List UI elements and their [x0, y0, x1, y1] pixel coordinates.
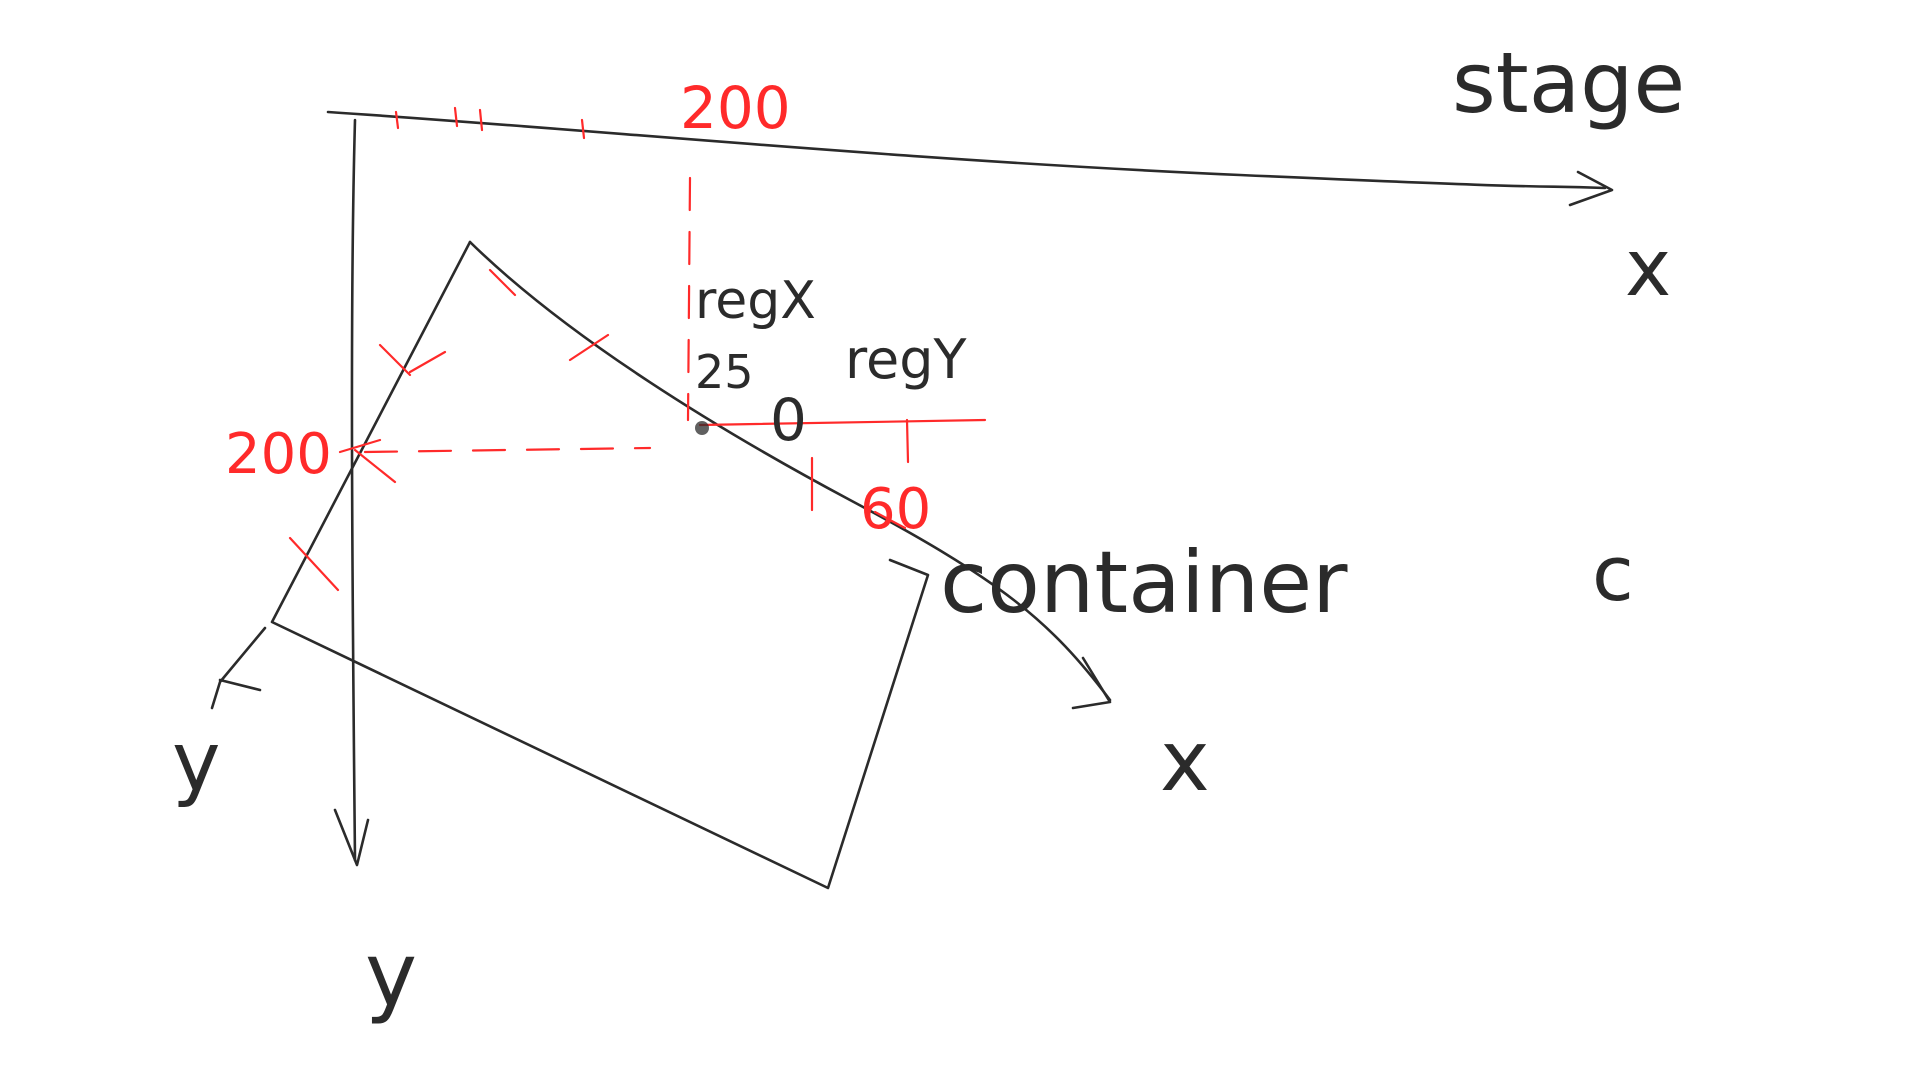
regx-value: 25	[695, 345, 754, 399]
red-annotations	[288, 106, 987, 592]
left-200-label: 200	[225, 422, 332, 487]
container-y-axis-arrowhead	[210, 626, 267, 710]
regy-value: 0	[770, 386, 807, 454]
container-x-axis-arrowhead	[1071, 656, 1112, 710]
vertical-guide	[686, 176, 692, 422]
stage-x-axis	[326, 110, 1607, 190]
stage-x-ticks	[394, 106, 586, 140]
container-outline	[270, 240, 930, 890]
stage-y-axis	[350, 118, 357, 862]
container-label: container	[940, 533, 1348, 633]
right-60-label: 60	[860, 477, 931, 542]
regx-line	[698, 418, 987, 427]
stage-label: stage	[1452, 34, 1685, 132]
stage-y-label: y	[365, 923, 417, 1026]
regx-end-tick	[905, 418, 910, 464]
stage-x-label: x	[1625, 224, 1671, 314]
horizontal-guide	[363, 446, 652, 454]
regx-label: regX	[695, 271, 816, 331]
top-200-label: 200	[680, 74, 791, 142]
edge-cross-marks	[288, 268, 907, 592]
container-y-label: y	[172, 715, 221, 810]
registration-point	[695, 421, 709, 435]
container-x-axis	[468, 240, 1112, 702]
stage-y-axis-arrowhead	[333, 808, 370, 867]
container-shape	[210, 240, 1112, 890]
regy-label: regY	[845, 328, 968, 391]
stage-axes	[326, 110, 1614, 867]
container-short-label: c	[1592, 529, 1634, 618]
container-x-label: x	[1160, 712, 1210, 810]
stage-x-axis-arrowhead	[1568, 170, 1614, 207]
